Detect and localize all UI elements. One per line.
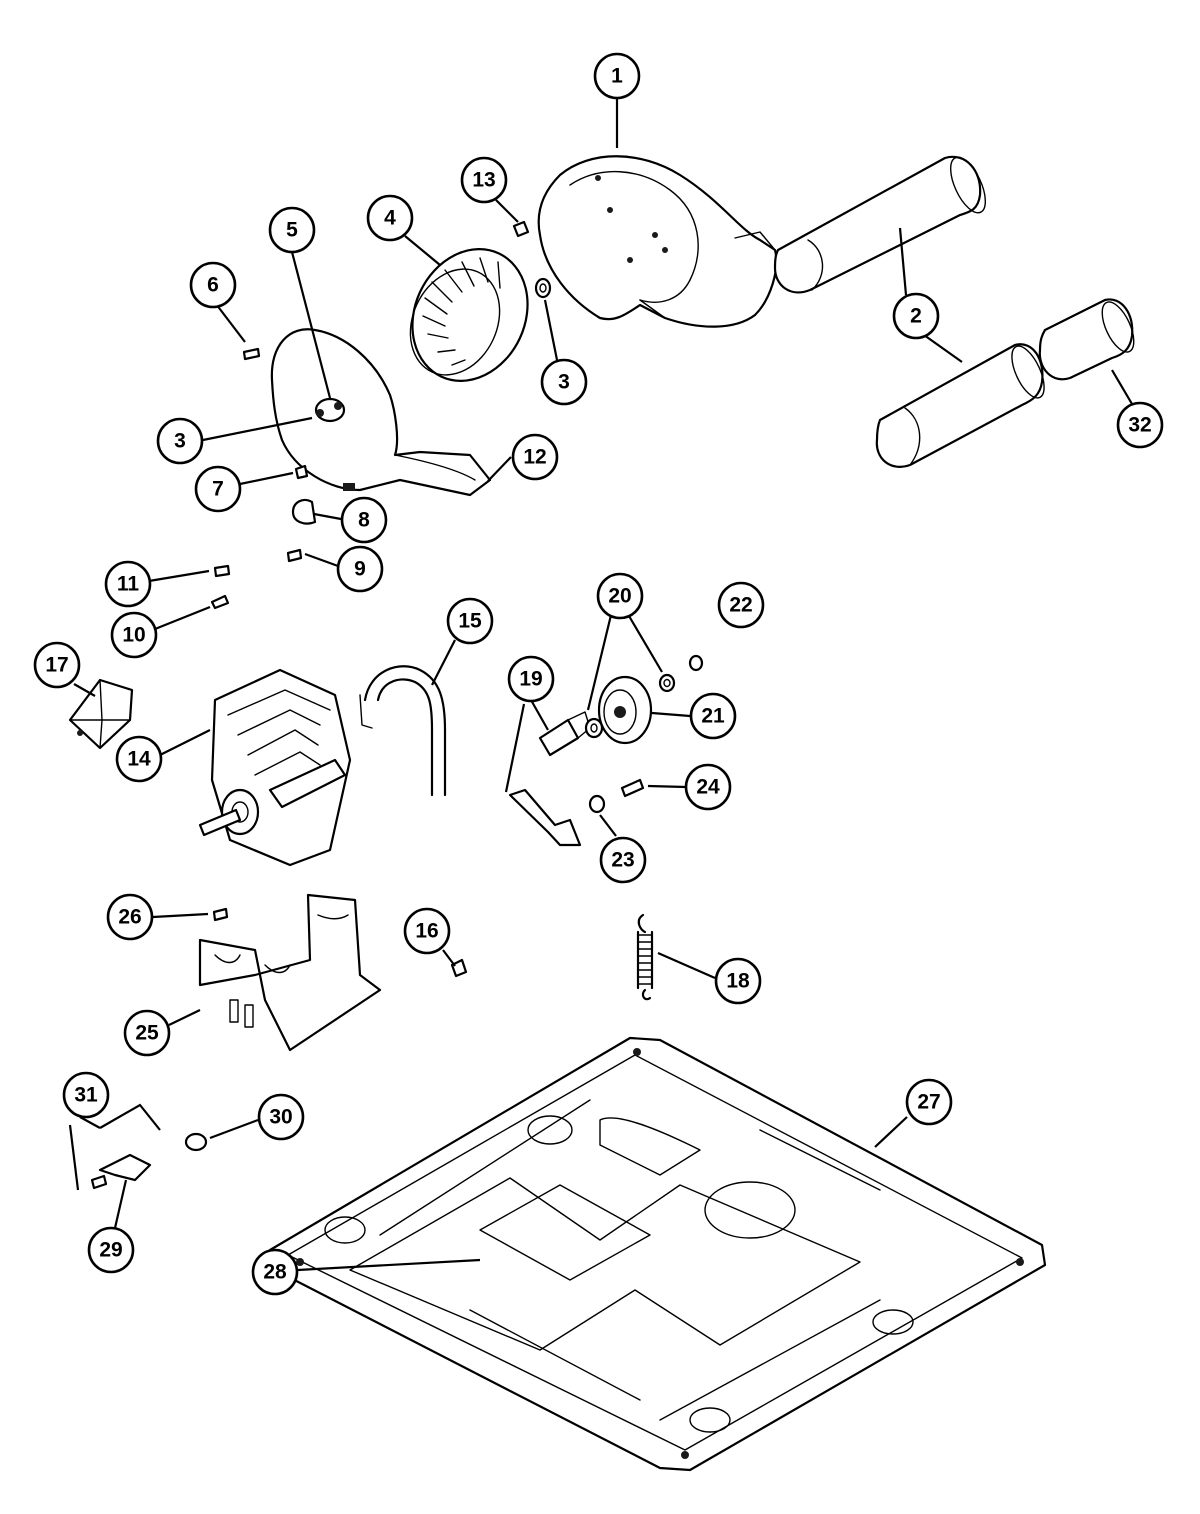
exhaust-duct-lower: [875, 343, 1045, 468]
callout-23: 23: [599, 836, 647, 884]
callout-label: 15: [458, 610, 482, 633]
callout-label: 20: [608, 585, 631, 608]
callout-32: 32: [1116, 401, 1164, 449]
idler-spring: [636, 913, 654, 1001]
callout-18: 18: [714, 957, 762, 1005]
screw-26: [212, 907, 229, 922]
screw-11: [213, 564, 231, 578]
screw-6: [242, 347, 261, 361]
drive-motor: [198, 668, 352, 867]
callout-label: 29: [99, 1239, 122, 1262]
callout-28: 28: [251, 1248, 299, 1296]
callout-label: 13: [472, 169, 495, 192]
callout-3: 3: [156, 417, 204, 465]
callout-22: 22: [717, 581, 765, 629]
callout-4: 4: [366, 194, 414, 242]
callout-1: 1: [593, 52, 641, 100]
callout-9: 9: [336, 545, 384, 593]
callout-label: 21: [701, 705, 725, 728]
callout-8: 8: [340, 496, 388, 544]
callout-27: 27: [905, 1078, 953, 1126]
callout-label: 24: [696, 776, 720, 799]
callout-label: 6: [207, 274, 219, 297]
callout-21: 21: [689, 692, 737, 740]
screw-24: [620, 778, 645, 798]
callout-2: 2: [892, 292, 940, 340]
callout-14: 14: [115, 735, 163, 783]
callout-label: 14: [127, 748, 151, 771]
callout-label: 26: [118, 906, 141, 929]
callout-label: 5: [286, 219, 298, 242]
blower-wheel: [409, 248, 529, 382]
base-plate: [268, 1036, 1047, 1472]
callout-30: 30: [257, 1093, 305, 1141]
callout-19: 19: [507, 655, 555, 703]
callout-label: 11: [117, 573, 140, 596]
callout-label: 22: [729, 594, 752, 617]
idler-pivot: [538, 711, 591, 757]
callout-25: 25: [123, 1009, 171, 1057]
screw-16: [450, 958, 468, 978]
callout-label: 3: [174, 430, 186, 453]
callout-15: 15: [446, 597, 494, 645]
blower-housing-cover: [270, 328, 492, 497]
callout-label: 7: [212, 478, 224, 501]
washer-3-right: [534, 277, 552, 299]
motor-strap: [359, 665, 447, 797]
callout-17: 17: [33, 641, 81, 689]
callout-label: 32: [1128, 414, 1151, 437]
relay-block: [68, 678, 134, 750]
clip-10: [210, 594, 230, 610]
callout-11: 11: [104, 560, 152, 608]
exhaust-duct-upper: [773, 155, 987, 294]
callout-label: 8: [358, 509, 370, 532]
callout-29: 29: [87, 1226, 135, 1274]
callout-label: 17: [45, 654, 68, 677]
callout-label: 10: [122, 624, 145, 647]
callout-label: 27: [917, 1091, 940, 1114]
screw-9: [286, 548, 303, 563]
callout-31: 31: [62, 1071, 110, 1119]
duct-coupling: [1038, 298, 1135, 381]
callout-10: 10: [110, 611, 158, 659]
callout-7: 7: [194, 465, 242, 513]
callout-label: 25: [135, 1022, 159, 1045]
callout-20: 20: [596, 572, 644, 620]
callout-label: 1: [611, 65, 623, 88]
callout-13: 13: [460, 156, 508, 204]
washer-20b: [658, 673, 676, 693]
callout-label: 28: [263, 1261, 287, 1284]
washer-23: [588, 794, 606, 814]
motor-mount-bracket: [198, 893, 382, 1052]
leader-lines: [68, 99, 1133, 1272]
callout-label: 16: [415, 920, 438, 943]
idler-arm: [508, 788, 582, 847]
screw-7: [294, 464, 309, 480]
screw-13: [512, 220, 530, 238]
callout-label: 31: [74, 1084, 98, 1107]
callout-label: 30: [269, 1106, 292, 1129]
blower-housing: [537, 155, 778, 328]
bracket-29: [90, 1153, 152, 1190]
callout-5: 5: [268, 206, 316, 254]
callout-label: 4: [384, 207, 396, 230]
idler-pulley: [597, 675, 653, 745]
callout-6: 6: [189, 261, 237, 309]
callout-16: 16: [403, 907, 451, 955]
callout-label: 3: [558, 371, 570, 394]
callout-label: 2: [910, 305, 922, 328]
callout-12: 12: [511, 433, 559, 481]
callout-label: 19: [519, 668, 542, 691]
callout-3: 3: [540, 358, 588, 406]
nut-30: [184, 1132, 208, 1152]
callout-label: 23: [611, 849, 634, 872]
callout-26: 26: [106, 893, 154, 941]
callout-label: 9: [354, 558, 366, 581]
callout-24: 24: [684, 763, 732, 811]
callout-label: 12: [523, 446, 546, 469]
sensor-8: [291, 498, 317, 525]
callout-label: 18: [726, 970, 750, 993]
washer-22: [688, 654, 704, 672]
